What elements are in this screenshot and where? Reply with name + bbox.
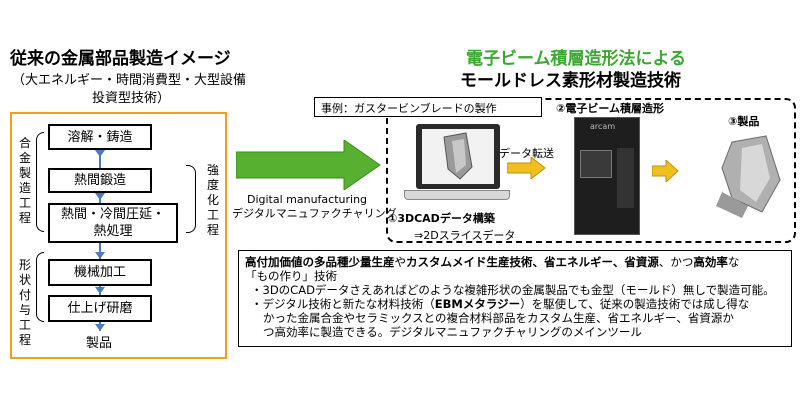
digital-manufacturing-en: Digital manufacturing	[246, 193, 368, 206]
machine-panel	[617, 148, 634, 208]
ebm-process-frame	[386, 98, 796, 243]
shape-bracket	[36, 252, 44, 322]
summary-line-1e: 高効率	[693, 255, 728, 269]
summary-line-1: 高付加価値の多品種少量生産やカスタムメイド生産技術、省エネルギー、省資源、かつ高…	[245, 255, 775, 269]
summary-bullet-2b: EBMメタラジー	[434, 297, 521, 311]
step-finish-polishing: 仕上げ研磨	[48, 295, 152, 322]
step-machining: 機械加工	[48, 259, 152, 286]
flow-arrow-2	[95, 193, 105, 200]
machine-window	[580, 150, 612, 178]
step1-sub-label: ⇒2Dスライスデータ	[414, 229, 516, 242]
laptop-display	[422, 129, 494, 184]
step1-label: ①3DCADデータ構築	[388, 212, 495, 225]
laptop-base	[404, 190, 510, 200]
left-subtitle-1: （大エネルギー・時間消費型・大型設備	[12, 73, 247, 88]
example-caption: 事例：ガスタービンブレードの製作	[314, 97, 542, 117]
flow-arrow-1	[95, 150, 105, 157]
step2-label: ②電子ビーム積層造形	[556, 102, 664, 115]
summary-line-1d: 、かつ	[658, 255, 694, 269]
product-label: 製品	[86, 336, 113, 351]
summary-line-1f: な	[727, 255, 740, 269]
flow-arrow-3	[95, 252, 105, 259]
strength-process-label: 強度化工程	[206, 163, 219, 237]
big-transition-arrow	[236, 140, 381, 190]
summary-bullet-1: ・3DのCADデータさえあればどのような複雑形状の金属製品でも金型（モールド）無…	[251, 283, 775, 297]
right-subtitle: モールドレス素形材製造技術	[460, 71, 681, 91]
summary-line-1b: や	[394, 255, 407, 269]
strength-bracket	[186, 165, 196, 233]
summary-line-1a: 高付加価値の多品種少量生産	[245, 255, 395, 269]
summary-box: 高付加価値の多品種少量生産やカスタムメイド生産技術、省エネルギー、省資源、かつ高…	[238, 250, 792, 347]
machine-logo: arcam	[590, 122, 616, 131]
summary-line-2: 「もの作り」技術	[245, 269, 337, 283]
turbine-blade-cad-icon	[443, 132, 473, 180]
summary-bullet-2a: ・デジタル技術と新たな材料技術（	[251, 297, 435, 311]
turbine-blade-product-icon	[716, 135, 781, 218]
data-transfer-label: データ転送	[499, 147, 554, 160]
summary-bullet-2-cont-1: かった金属合金やセラミックスとの複合材料部品をカスタム生産、省エネルギー、省資源…	[263, 311, 734, 325]
summary-bullet-2-cont-2: つ高効率に製造できる。デジタルマニュファクチャリングのメインツール	[263, 325, 642, 339]
conventional-process-frame	[10, 112, 227, 359]
summary-bullet-2: ・デジタル技術と新たな材料技術（EBMメタラジー）を駆使して、従来の製造技術では…	[245, 297, 775, 311]
summary-line-1c: カスタムメイド生産技術、省エネルギー、省資源	[406, 255, 659, 269]
data-transfer-arrow	[507, 157, 546, 179]
step-melting-casting: 溶解・鋳造	[48, 124, 152, 150]
step3-label: ③製品	[728, 115, 760, 128]
flow-arrow-4	[95, 287, 105, 294]
step-hot-forging: 熱間鍛造	[48, 168, 152, 193]
flow-arrow-5	[95, 324, 105, 331]
process-arrow	[652, 160, 679, 182]
alloy-process-label: 合金製造工程	[18, 136, 31, 225]
left-subtitle-2: 投資型技術）	[92, 91, 171, 106]
digital-manufacturing-ja: デジタルマニュファクチャリング	[232, 207, 397, 220]
left-title: 従来の金属部品製造イメージ	[10, 49, 231, 69]
step-rolling-heat-treatment: 熱間・冷間圧延・熱処理	[48, 203, 178, 243]
right-title: 電子ビーム積層造形法による	[466, 49, 686, 69]
alloy-bracket	[36, 132, 44, 232]
shape-process-label: 形状付与工程	[18, 258, 31, 347]
digital-manufacturing-label: Digital manufacturing デジタルマニュファクチャリング	[232, 193, 397, 221]
summary-bullet-2c: ）を駆使して、従来の製造技術では成し得な	[520, 297, 750, 311]
